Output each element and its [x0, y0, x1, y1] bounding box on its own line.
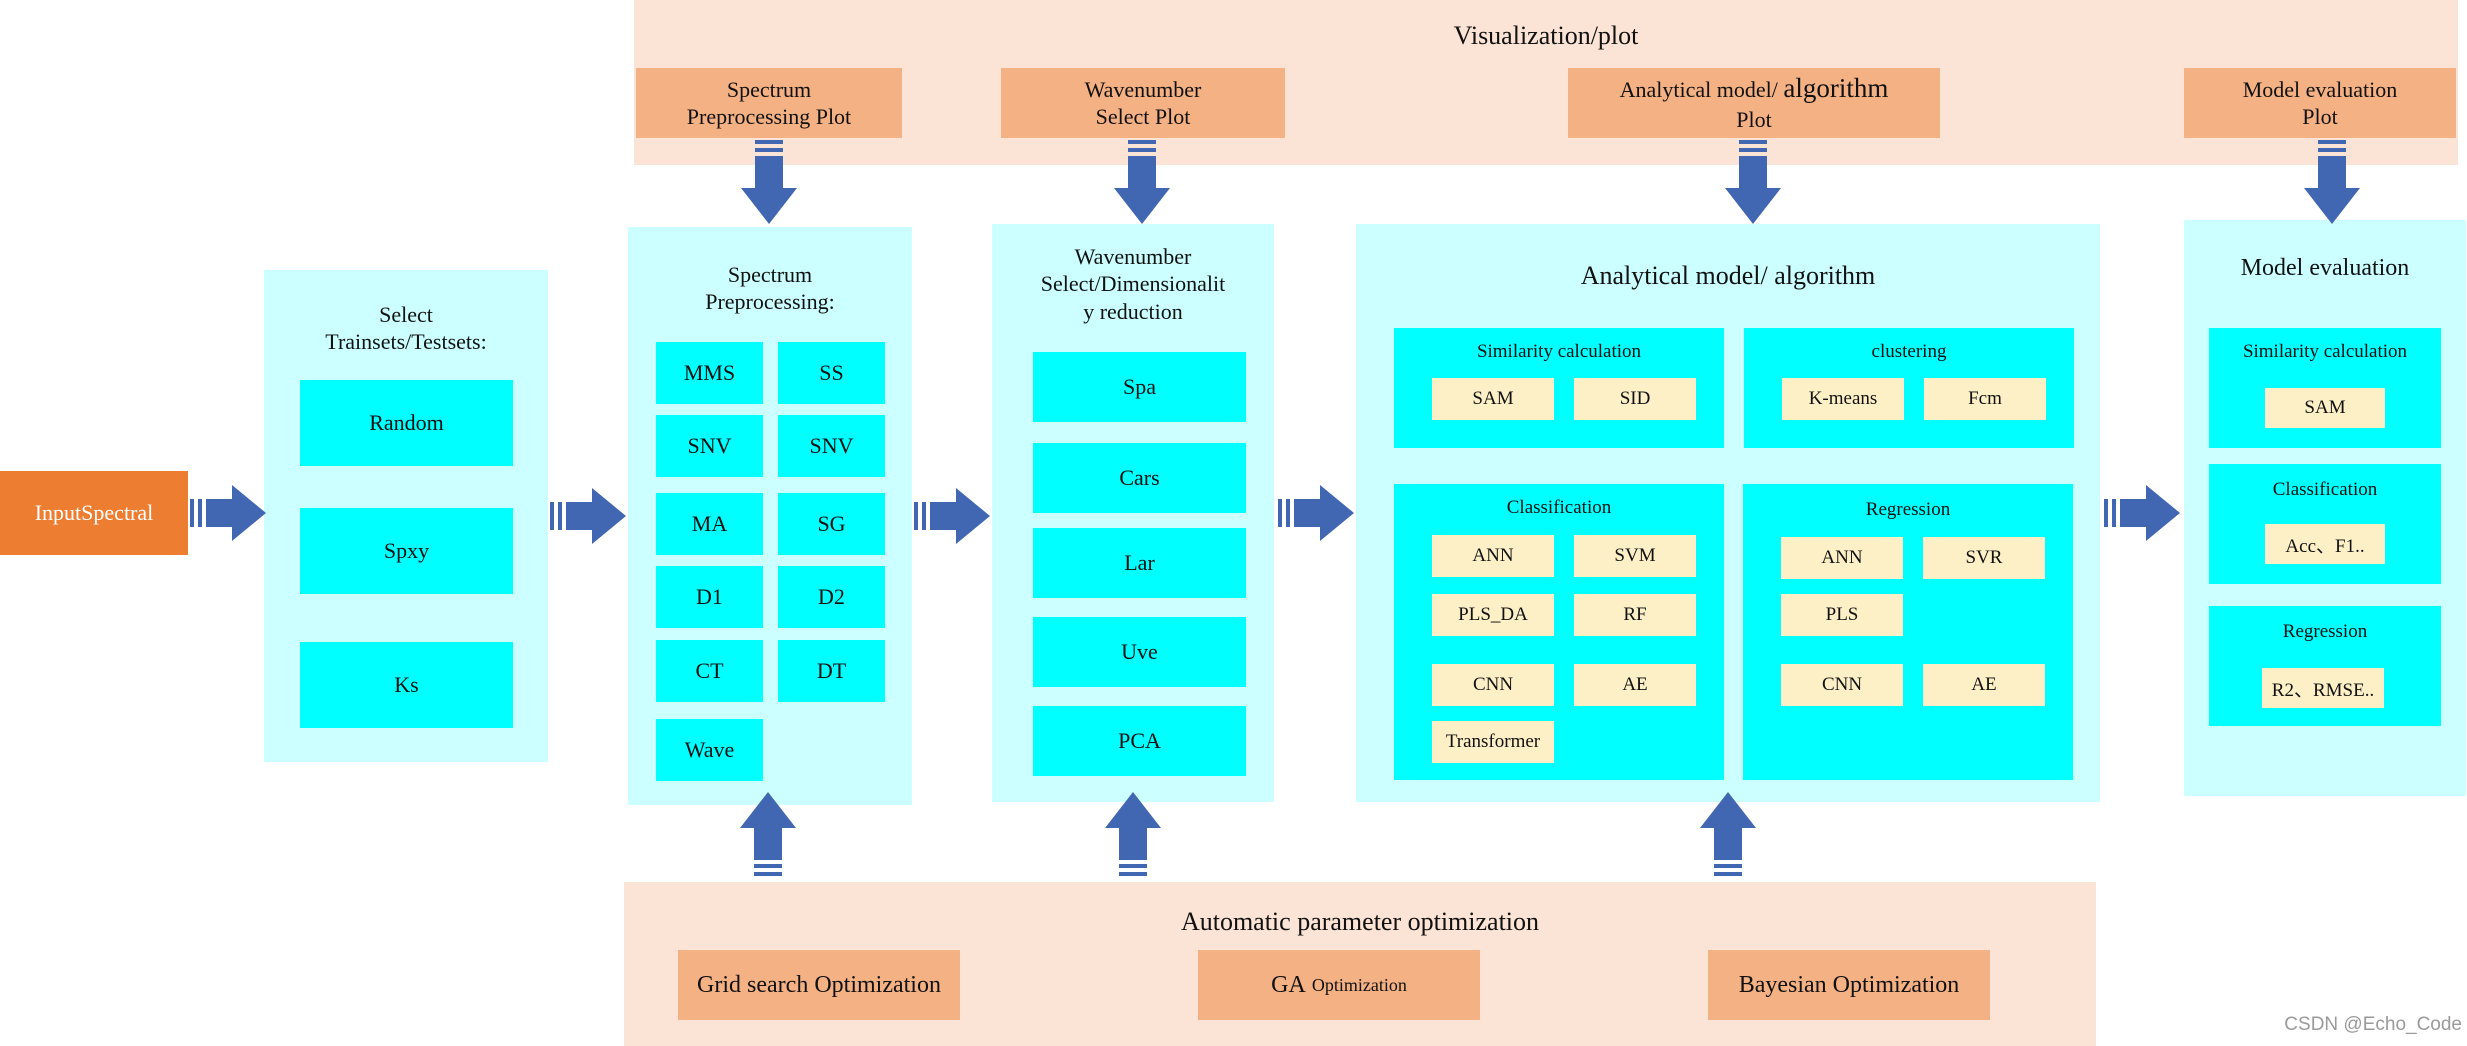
wavenumber-cars: Cars — [1033, 443, 1246, 513]
preproc-mms: MMS — [656, 342, 763, 404]
preproc-wave: Wave — [656, 719, 763, 781]
wavenumber-lar: Lar — [1033, 528, 1246, 598]
arrow-optimization-to-analytical — [1700, 792, 1756, 876]
preprocessing-title: Spectrum Preprocessing: — [705, 261, 835, 315]
eval-classification-title: Classification — [2272, 479, 2378, 500]
plot-line2: Preprocessing Plot — [686, 104, 852, 129]
wavenumber-spa: Spa — [1033, 352, 1246, 422]
clustering-kmeans: K-means — [1782, 378, 1904, 420]
evaluation-title: Model evaluation — [2240, 254, 2410, 281]
regression-svr: SVR — [1923, 537, 2045, 579]
regression-ann: ANN — [1781, 537, 1903, 579]
preproc-d1: D1 — [656, 566, 763, 628]
wavenumber-uve: Uve — [1033, 617, 1246, 687]
classification-ann: ANN — [1432, 535, 1554, 577]
eval-similarity-sam: SAM — [2265, 388, 2385, 428]
plot-line1: Spectrum — [726, 76, 812, 102]
preproc-snv-2: SNV — [778, 415, 885, 477]
grid-search-optimization: Grid search Optimization — [678, 950, 960, 1020]
arrow-plot-to-analytical — [1725, 140, 1781, 224]
wavenumber-select-plot: Wavenumber Select Plot — [1001, 68, 1285, 138]
eval-regression-title: Regression — [2282, 621, 2368, 642]
watermark: CSDN @Echo_Code — [2284, 1014, 2462, 1035]
classification-rf: RF — [1574, 594, 1696, 636]
classification-ae: AE — [1574, 664, 1696, 706]
preproc-ct: CT — [656, 640, 763, 702]
plot-line1: Model evaluation — [2242, 76, 2398, 102]
plot-line2: Plot — [1736, 107, 1772, 133]
classification-pls-da: PLS_DA — [1432, 594, 1554, 636]
wavenumber-title: Wavenumber Select/Dimensionalit y reduct… — [1040, 243, 1226, 324]
arrow-input-to-sets — [190, 485, 266, 541]
eval-classification-metrics: Acc、F1.. — [2265, 524, 2385, 564]
input-spectral-label: InputSpectral — [34, 500, 154, 525]
arrow-optimization-to-preprocessing — [740, 792, 796, 876]
regression-ae: AE — [1923, 664, 2045, 706]
similarity-sid: SID — [1574, 378, 1696, 420]
eval-similarity-title: Similarity calculation — [2242, 341, 2408, 362]
arrow-sets-to-preprocessing — [550, 488, 626, 544]
spxy-box: Spxy — [300, 508, 513, 594]
preproc-snv: SNV — [656, 415, 763, 477]
wavenumber-pca: PCA — [1033, 706, 1246, 776]
arrow-wavenumber-to-analytical — [1278, 485, 1354, 541]
plot-line2: Plot — [2302, 104, 2338, 129]
arrow-plot-to-evaluation — [2304, 140, 2360, 224]
analytical-model-plot: Analytical model/ algorithm Plot — [1568, 68, 1940, 138]
analytical-title: Analytical model/ algorithm — [1580, 261, 1876, 290]
preproc-sg: SG — [778, 493, 885, 555]
arrow-plot-to-preprocessing — [741, 140, 797, 224]
classification-cnn: CNN — [1432, 664, 1554, 706]
classification-transformer: Transformer — [1432, 721, 1554, 763]
random-box: Random — [300, 380, 513, 466]
arrow-analytical-to-evaluation — [2104, 485, 2180, 541]
model-evaluation-plot: Model evaluation Plot — [2184, 68, 2456, 138]
preproc-ss: SS — [778, 342, 885, 404]
preproc-dt: DT — [778, 640, 885, 702]
spectrum-preprocessing-plot: Spectrum Preprocessing Plot — [636, 68, 902, 138]
classification-svm: SVM — [1574, 535, 1696, 577]
plot-line1: Wavenumber — [1084, 76, 1202, 102]
similarity-sam: SAM — [1432, 378, 1554, 420]
ks-box: Ks — [300, 642, 513, 728]
plot-line1: Analytical model/ algorithm — [1619, 73, 1889, 104]
select-sets-title: Select Trainsets/Testsets: — [325, 301, 487, 355]
regression-title: Regression — [1865, 499, 1951, 520]
wavenumber-panel — [992, 224, 1274, 802]
clustering-fcm: Fcm — [1924, 378, 2046, 420]
plot-line2: Select Plot — [1095, 104, 1191, 129]
regression-cnn: CNN — [1781, 664, 1903, 706]
clustering-title: clustering — [1871, 341, 1947, 362]
similarity-title: Similarity calculation — [1476, 341, 1642, 362]
visualization-panel — [634, 0, 2458, 165]
classification-title: Classification — [1506, 497, 1612, 518]
bayesian-optimization: Bayesian Optimization — [1708, 950, 1990, 1020]
eval-regression-metrics: R2、RMSE.. — [2262, 668, 2384, 708]
arrow-plot-to-wavenumber — [1114, 140, 1170, 224]
preproc-d2: D2 — [778, 566, 885, 628]
preproc-ma: MA — [656, 493, 763, 555]
regression-pls: PLS — [1781, 594, 1903, 636]
input-spectral-box: InputSpectral — [0, 471, 188, 555]
arrow-optimization-to-wavenumber — [1105, 792, 1161, 876]
ga-optimization: GA Optimization — [1198, 950, 1480, 1020]
visualization-title: Visualization/plot — [1453, 21, 1639, 50]
arrow-preprocessing-to-wavenumber — [914, 488, 990, 544]
optimization-title: Automatic parameter optimization — [1180, 907, 1540, 936]
